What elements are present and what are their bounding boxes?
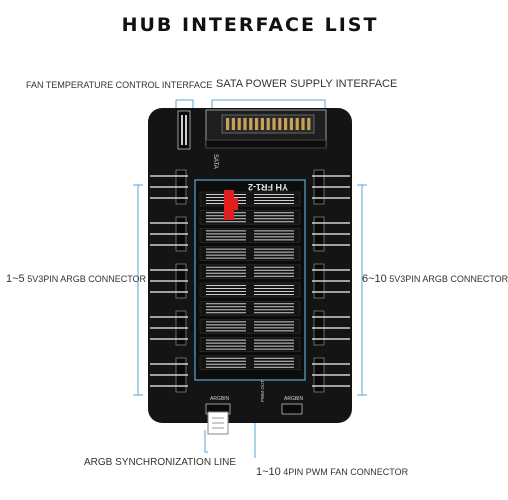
right-argb-text: 5V3PIN ARGB CONNECTOR (389, 274, 508, 284)
pwm-connector-block: YH FR1-2 (194, 179, 306, 381)
right-argb-label: 6~10 5V3PIN ARGB CONNECTOR (362, 274, 508, 285)
fan-temp-callout (175, 99, 194, 108)
sata-pin (266, 118, 270, 130)
argbin-right-silk: ARGBIN (284, 396, 304, 402)
sata-label: SATA POWER SUPPLY INTERFACE (216, 78, 398, 90)
page-title: HUB INTERFACE LIST (121, 14, 379, 36)
pwm-rows (199, 191, 301, 371)
fan-temp-label: FAN TEMPERATURE CONTROL INTERFACE (26, 80, 213, 90)
argb-sync-label: ARGB SYNCHRONIZATION LINE (84, 457, 237, 468)
hub-board: SATA YH FR1-2 ARGBIN ARGBIN PWM-OUT (148, 108, 352, 423)
sata-pin (278, 118, 282, 130)
pwm-tag-silk: PWM-OUT (260, 380, 265, 402)
sata-connector: SATA (205, 109, 327, 169)
sata-pins (226, 118, 311, 130)
sata-pin (272, 118, 276, 130)
pwm-connector (199, 300, 301, 316)
sata-pin (249, 118, 253, 130)
left-argb-label: 1~5 5V3PIN ARGB CONNECTOR (6, 274, 146, 285)
sata-pin (284, 118, 288, 130)
highlight-pins (224, 190, 234, 220)
sata-pin (231, 118, 235, 130)
left-argb-text: 5V3PIN ARGB CONNECTOR (27, 274, 147, 284)
left-argb-range: 1~5 (6, 273, 25, 285)
argbin-silk: ARGBIN (210, 396, 230, 402)
right-argb-range: 6~10 (362, 273, 387, 285)
pwm-connector (199, 337, 301, 352)
sata-pin (307, 118, 311, 130)
pwm-connector (199, 228, 301, 243)
sata-callout (211, 99, 326, 108)
pwm-range: 1~10 (256, 466, 281, 478)
sata-pin (295, 118, 299, 130)
sata-pin (301, 118, 305, 130)
fan-temp-header (177, 110, 191, 150)
pwm-connector (199, 264, 301, 280)
sata-pin (226, 118, 230, 130)
pwm-connector (199, 319, 301, 334)
pwm-text: 4PIN PWM FAN CONNECTOR (283, 467, 409, 477)
pwm-connector (199, 282, 301, 298)
sata-pin (260, 118, 264, 130)
pwm-connector (199, 246, 301, 261)
model-silk: YH FR1-2 (248, 182, 288, 192)
sata-pin (243, 118, 247, 130)
sata-pin (255, 118, 259, 130)
argb-sync-connector (207, 411, 229, 435)
pwm-label: 1~10 4PIN PWM FAN CONNECTOR (256, 467, 408, 478)
pwm-connector (199, 355, 301, 371)
sata-silk: SATA (212, 154, 218, 169)
sata-pin (237, 118, 241, 130)
argb-sync-callout (204, 430, 208, 453)
left-argb-headers (150, 169, 188, 393)
sata-pin (289, 118, 293, 130)
right-argb-headers (312, 169, 350, 393)
